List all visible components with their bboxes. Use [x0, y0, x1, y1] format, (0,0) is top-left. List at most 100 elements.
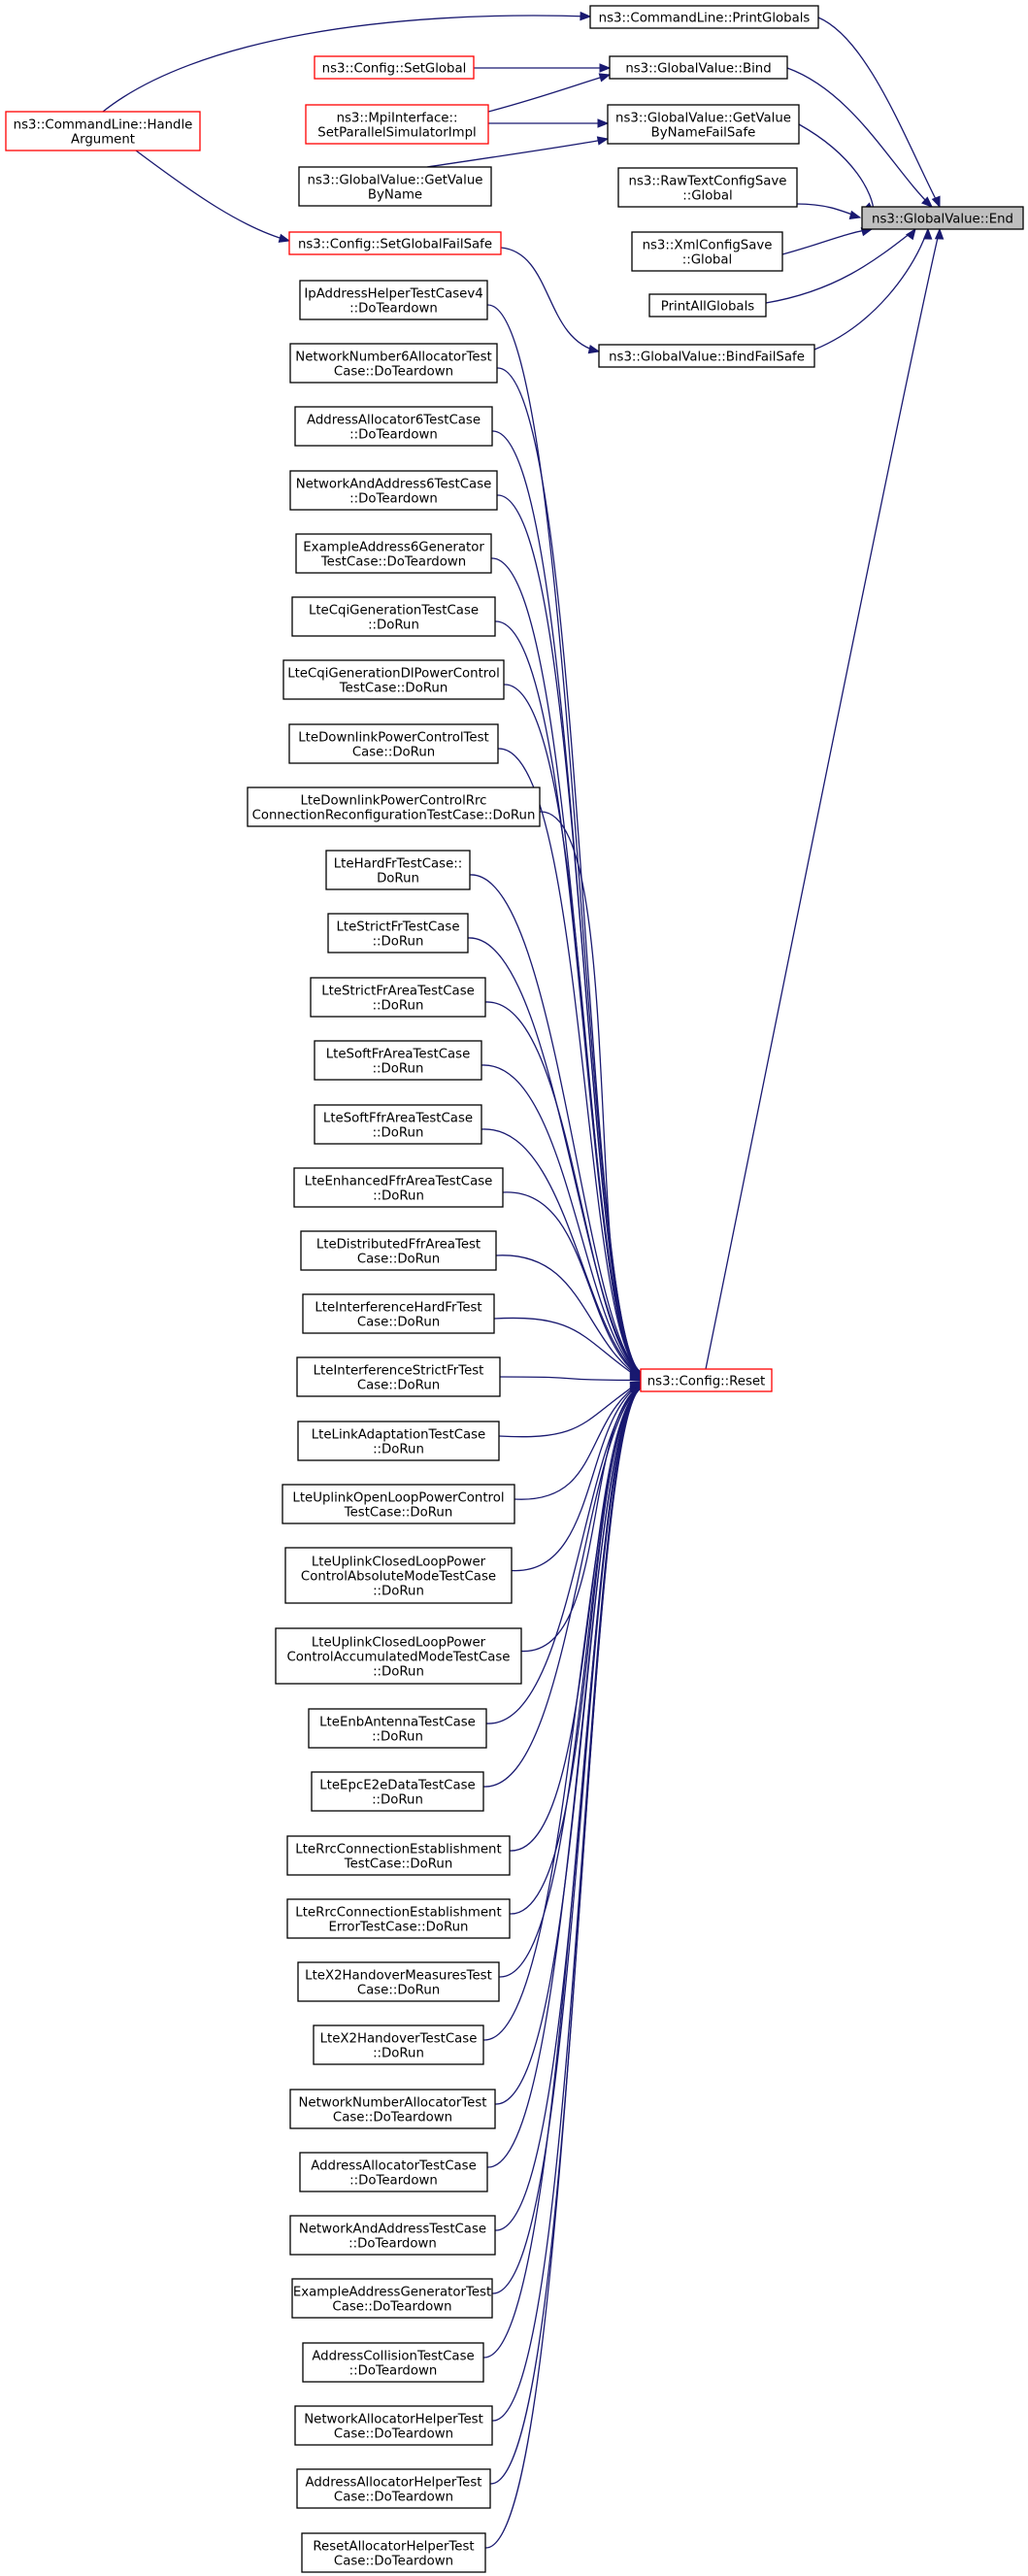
node-reset-caller[interactable]: NetworkNumber6AllocatorTestCase::DoTeard…	[289, 343, 498, 384]
node-reset-caller-label: ::DoRun	[372, 1793, 423, 1808]
node-reset-caller-label: LteUplinkOpenLoopPowerControl	[292, 1491, 504, 1506]
node-reset-caller[interactable]: LteStrictFrTestCase::DoRun	[327, 913, 469, 953]
node-reset-caller[interactable]: AddressAllocator6TestCase::DoTeardown	[294, 406, 493, 447]
node-mpiinterface-setparallelsimulatorimpl-label: SetParallelSimulatorImpl	[317, 126, 476, 141]
node-reset-caller[interactable]: LteX2HandoverTestCase::DoRun	[313, 2024, 484, 2065]
node-reset-caller-box	[299, 280, 488, 320]
edge-bindfailsafe-end-arrowhead	[922, 227, 933, 240]
call-edges	[102, 11, 945, 2549]
node-config-setglobalfailsafe[interactable]: ns3::Config::SetGlobalFailSafe	[288, 231, 502, 255]
edge-caller-20-reset	[511, 1383, 642, 1572]
node-reset-caller[interactable]: LteCqiGenerationDlPowerControlTestCase::…	[282, 659, 505, 700]
node-reset-caller[interactable]: NetworkNumberAllocatorTestCase::DoTeardo…	[289, 2089, 496, 2129]
node-mpiinterface-setparallelsimulatorimpl-label: ns3::MpiInterface::	[337, 112, 458, 126]
node-reset-caller-label: TestCase::DoRun	[344, 1857, 453, 1872]
node-globalvalue-getvaluebynamefailsafe-box	[607, 104, 800, 145]
edge-caller-0-reset	[486, 304, 642, 1374]
node-reset-caller-label: ::DoTeardown	[349, 2174, 438, 2189]
node-reset-caller-box	[297, 1421, 500, 1461]
node-globalvalue-end[interactable]: ns3::GlobalValue::End	[861, 206, 1024, 230]
node-reset-caller[interactable]: LteUplinkClosedLoopPowerControlAbsoluteM…	[284, 1547, 513, 1604]
node-reset-caller[interactable]: AddressAllocatorTestCase::DoTeardown	[299, 2152, 488, 2192]
node-reset-caller-box	[314, 1040, 482, 1081]
node-reset-caller[interactable]: LteDownlinkPowerControlRrcConnectionReco…	[247, 786, 541, 827]
node-config-setglobal-box	[314, 55, 475, 80]
node-reset-caller-label: ::DoRun	[373, 2047, 424, 2061]
node-xmlconfigsave-global-label: ns3::XmlConfigSave	[643, 239, 773, 253]
node-reset-caller[interactable]: LteHardFrTestCase::DoRun	[325, 850, 471, 890]
node-reset-caller[interactable]: IpAddressHelperTestCasev4::DoTeardown	[299, 280, 488, 320]
node-reset-caller[interactable]: LteEnbAntennaTestCase::DoRun	[308, 1708, 487, 1749]
node-reset-caller-box	[300, 1230, 497, 1271]
node-reset-caller[interactable]: LteSoftFfrAreaTestCase::DoRun	[314, 1104, 482, 1145]
edge-caller-33-reset	[491, 1387, 642, 2422]
node-xmlconfigsave-global-box	[631, 231, 783, 272]
node-globalvalue-getvaluebyname-label: ByName	[368, 188, 422, 203]
node-xmlconfigsave-global-label: ::Global	[682, 253, 732, 268]
node-reset-caller[interactable]: ExampleAddress6GeneratorTestCase::DoTear…	[295, 533, 492, 574]
node-reset-caller-box	[294, 406, 493, 447]
node-reset-caller[interactable]: LteCqiGenerationTestCase::DoRun	[291, 596, 496, 637]
node-reset-caller-box	[286, 1898, 511, 1939]
node-reset-caller-label: ::DoRun	[373, 1126, 424, 1141]
edge-caller-3-reset	[496, 494, 642, 1374]
node-rawtextconfigsave-global-label: ns3::RawTextConfigSave	[629, 175, 787, 189]
node-reset-caller[interactable]: LteEpcE2eDataTestCase::DoRun	[311, 1771, 484, 1812]
node-reset-caller-label: ::DoTeardown	[349, 428, 438, 443]
node-reset-caller[interactable]: LteRrcConnectionEstablishmentErrorTestCa…	[286, 1898, 511, 1939]
node-reset-caller[interactable]: AddressCollisionTestCase::DoTeardown	[302, 2342, 484, 2383]
node-reset-caller[interactable]: NetworkAndAddress6TestCase::DoTeardown	[289, 470, 498, 511]
node-reset-caller[interactable]: LteUplinkClosedLoopPowerControlAccumulat…	[275, 1627, 522, 1685]
node-reset-caller-label: ::DoRun	[373, 999, 424, 1014]
node-reset-caller-box	[289, 2215, 496, 2256]
edge-caller-27-reset	[482, 1387, 642, 2041]
node-reset-caller-label: AddressAllocator6TestCase	[307, 414, 481, 428]
node-commandline-printglobals[interactable]: ns3::CommandLine::PrintGlobals	[589, 5, 819, 29]
node-globalvalue-bind[interactable]: ns3::GlobalValue::Bind	[609, 55, 788, 80]
node-reset-caller-label: ::DoRun	[373, 1443, 424, 1457]
node-commandline-handleargument-label: ns3::CommandLine::Handle	[14, 118, 193, 133]
node-reset-caller[interactable]: LteSoftFrAreaTestCase::DoRun	[314, 1040, 482, 1081]
node-xmlconfigsave-global[interactable]: ns3::XmlConfigSave::Global	[631, 231, 783, 272]
edge-caller-10-reset	[467, 937, 642, 1374]
node-printallglobals[interactable]: PrintAllGlobals	[648, 293, 767, 318]
node-reset-caller[interactable]: LteEnhancedFfrAreaTestCase::DoRun	[293, 1167, 504, 1208]
node-reset-caller-label: ConnectionReconfigurationTestCase::DoRun	[252, 809, 536, 823]
node-globalvalue-bindfailsafe[interactable]: ns3::GlobalValue::BindFailSafe	[598, 344, 815, 368]
node-rawtextconfigsave-global[interactable]: ns3::RawTextConfigSave::Global	[617, 167, 798, 208]
node-globalvalue-end-box	[861, 206, 1024, 230]
node-config-reset[interactable]: ns3::Config::Reset	[640, 1368, 773, 1392]
node-reset-caller-label: Case::DoRun	[357, 1984, 440, 1998]
node-reset-caller[interactable]: NetworkAndAddressTestCase::DoTeardown	[289, 2215, 496, 2256]
node-reset-caller-box	[296, 1356, 501, 1397]
node-reset-caller[interactable]: AddressAllocatorHelperTestCase::DoTeardo…	[296, 2468, 491, 2509]
node-reset-caller[interactable]: LteLinkAdaptationTestCase::DoRun	[297, 1421, 500, 1461]
node-reset-caller-label: ::DoRun	[373, 1062, 424, 1077]
node-reset-caller[interactable]: LteStrictFrAreaTestCase::DoRun	[310, 977, 486, 1018]
node-commandline-printglobals-box	[589, 5, 819, 29]
edge-mpi-bind-arrowhead	[598, 73, 612, 83]
node-reset-caller-label: Case::DoTeardown	[334, 365, 453, 380]
node-reset-caller-box	[325, 850, 471, 890]
node-reset-caller-box	[282, 659, 505, 700]
node-config-setglobal[interactable]: ns3::Config::SetGlobal	[314, 55, 475, 80]
node-globalvalue-bind-box	[609, 55, 788, 80]
node-mpiinterface-setparallelsimulatorimpl[interactable]: ns3::MpiInterface::SetParallelSimulatorI…	[305, 104, 489, 145]
node-reset-caller-box	[310, 977, 486, 1018]
node-printallglobals-box	[648, 293, 767, 318]
node-reset-caller-label: Case::DoRun	[357, 1253, 440, 1267]
node-reset-caller[interactable]: LteRrcConnectionEstablishmentTestCase::D…	[286, 1835, 511, 1876]
node-reset-caller[interactable]: LteUplinkOpenLoopPowerControlTestCase::D…	[282, 1484, 515, 1524]
node-reset-caller[interactable]: ExampleAddressGeneratorTestCase::DoTeard…	[291, 2278, 493, 2319]
node-reset-caller-label: ::DoTeardown	[348, 2237, 437, 2252]
node-reset-caller[interactable]: NetworkAllocatorHelperTestCase::DoTeardo…	[294, 2405, 493, 2446]
